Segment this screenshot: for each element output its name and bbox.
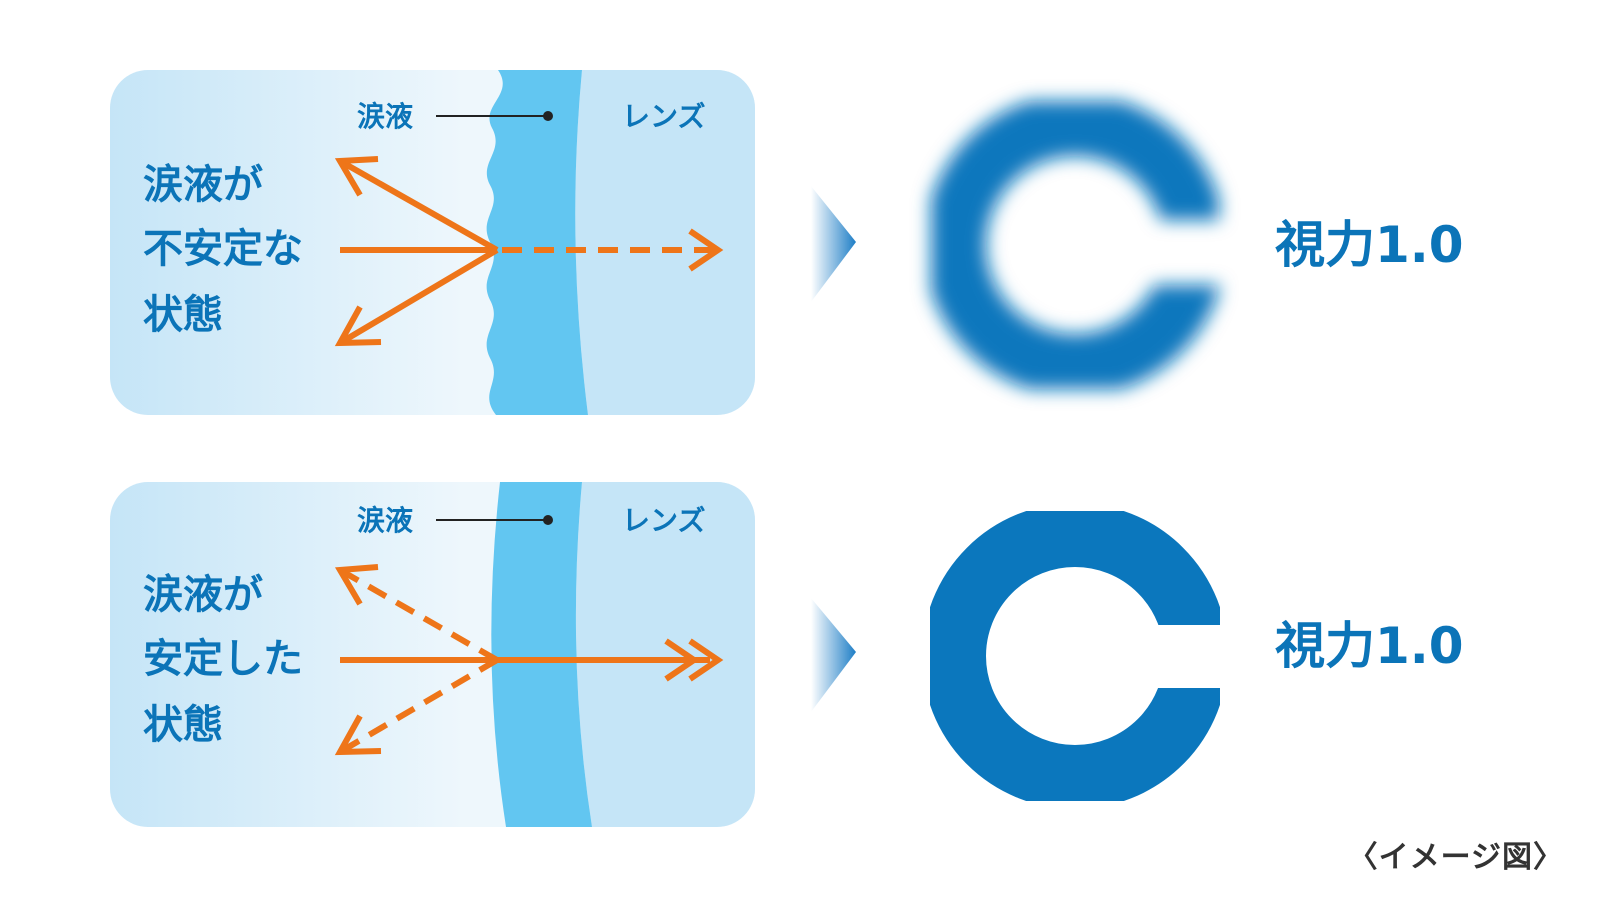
panel-stable: 涙液 レンズ 涙液が 安定した 状態 <box>110 482 755 827</box>
acuity-label-bottom: 視力1.0 <box>1275 617 1464 675</box>
tear-label: 涙液 <box>357 100 413 133</box>
reflect-up-arrow <box>338 158 499 253</box>
light-arrows-unstable <box>334 156 724 347</box>
tear-film-smooth <box>491 482 592 827</box>
lens-region <box>575 482 755 827</box>
landolt-ring-blurred <box>924 94 1226 396</box>
chevron-arrow-top <box>811 186 856 302</box>
tear-label: 涙液 <box>357 504 413 537</box>
condition-line-2: 安定した <box>143 636 303 682</box>
lens-label: レンズ <box>622 504 705 537</box>
reflect-down-arrow <box>338 247 499 346</box>
condition-line-2: 不安定な <box>143 226 303 272</box>
tear-label-dot <box>543 111 553 121</box>
light-arrows-stable <box>334 564 724 756</box>
landolt-ring-sharp <box>922 503 1228 809</box>
panel-unstable: 涙液 レンズ 涙液が 不安定な 状態 <box>110 70 755 415</box>
tear-label-dot <box>543 515 553 525</box>
condition-line-3: 状態 <box>143 702 223 748</box>
lens-region <box>575 70 755 415</box>
chevron-arrow-bottom <box>811 598 856 712</box>
double-arrowhead <box>664 638 700 682</box>
condition-line-1: 涙液が <box>143 572 263 618</box>
condition-line-3: 状態 <box>143 292 223 338</box>
condition-line-1: 涙液が <box>143 162 263 208</box>
image-caption: 〈イメージ図〉 <box>1347 840 1564 875</box>
acuity-label-top: 視力1.0 <box>1275 216 1464 274</box>
lens-label: レンズ <box>622 100 705 133</box>
tear-film-wavy <box>486 70 588 415</box>
